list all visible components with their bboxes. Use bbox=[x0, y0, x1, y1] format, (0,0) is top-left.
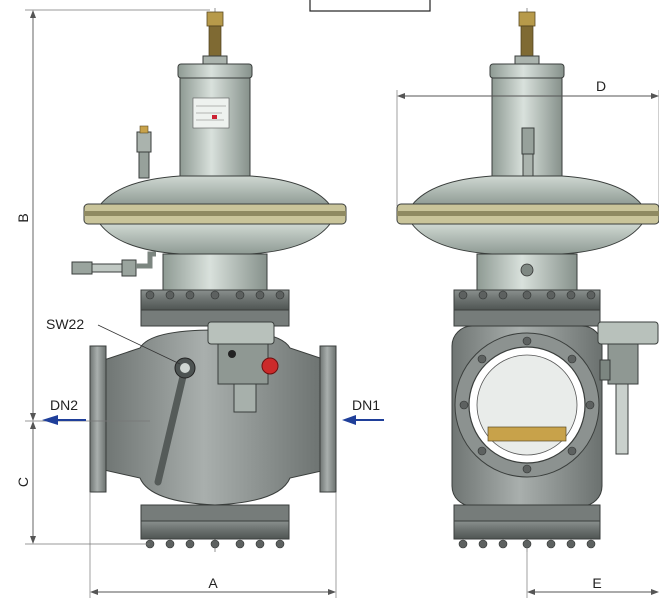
dn1-flow-arrow: DN1 bbox=[342, 397, 384, 425]
dn1-label: DN1 bbox=[352, 397, 380, 413]
front-valve-body bbox=[89, 329, 337, 506]
front-slam-shut-device bbox=[207, 321, 279, 413]
front-diaphragm-case bbox=[83, 175, 347, 255]
front-adjusting-screw bbox=[202, 11, 228, 65]
dimension-a: A bbox=[89, 492, 337, 598]
side-diaphragm-case bbox=[396, 175, 659, 255]
dimension-c-label: C bbox=[15, 477, 31, 487]
dimension-d: D bbox=[396, 78, 659, 206]
front-view bbox=[71, 8, 347, 552]
sw22-callout: SW22 bbox=[46, 316, 181, 365]
sw22-label: SW22 bbox=[46, 316, 84, 332]
front-bottom-flange bbox=[140, 504, 290, 549]
front-vent-valve bbox=[136, 125, 152, 179]
side-adjusting-screw bbox=[514, 11, 540, 65]
side-bottom-flange bbox=[453, 504, 601, 549]
dimension-e-label: E bbox=[592, 575, 601, 591]
side-spring-housing bbox=[489, 63, 565, 179]
dn2-flow-arrow: DN2 bbox=[42, 397, 86, 425]
front-top-flange bbox=[140, 289, 290, 327]
dn2-label: DN2 bbox=[50, 397, 78, 413]
front-signal-line bbox=[71, 251, 156, 277]
dimension-e: E bbox=[526, 552, 659, 598]
dimension-d-label: D bbox=[596, 78, 606, 94]
side-top-flange bbox=[453, 289, 601, 327]
side-slam-shut-device bbox=[597, 321, 659, 455]
dimension-b-label: B bbox=[15, 213, 31, 222]
side-valve-body bbox=[451, 325, 603, 507]
dimension-b: B bbox=[15, 9, 210, 421]
header-frame bbox=[309, 0, 431, 12]
side-view bbox=[396, 8, 659, 552]
dimension-a-label: A bbox=[208, 575, 218, 591]
front-spring-housing bbox=[177, 63, 253, 179]
